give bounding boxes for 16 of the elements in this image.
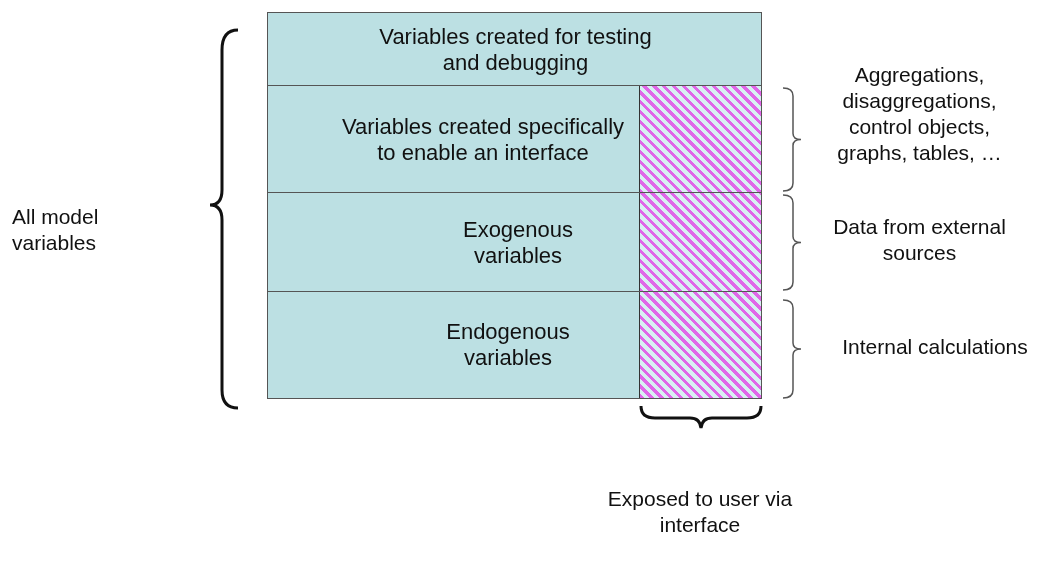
band-text: Exogenous variables	[461, 216, 575, 269]
variable-band	[267, 291, 762, 399]
annotation-text: Aggregations, disaggregations, control objects, graphs, tables, …	[836, 62, 1003, 166]
band-text: Variables created for testing and debugging	[378, 23, 653, 76]
variable-band	[267, 12, 762, 87]
hatched-region	[639, 86, 761, 193]
hatched-region	[639, 292, 761, 398]
annotation-text: Internal calculations	[841, 334, 1029, 360]
annotation-text: Data from external sources	[832, 214, 1007, 266]
hatched-region	[639, 193, 761, 292]
variable-band	[267, 192, 762, 293]
band-text: Endogenous variables	[445, 319, 571, 371]
annotation-text: All model variables	[12, 204, 100, 256]
variable-band	[267, 85, 762, 194]
annotation-text: Exposed to user via interface	[606, 486, 794, 538]
band-text: Variables created specifically to enable an interface	[340, 113, 626, 166]
